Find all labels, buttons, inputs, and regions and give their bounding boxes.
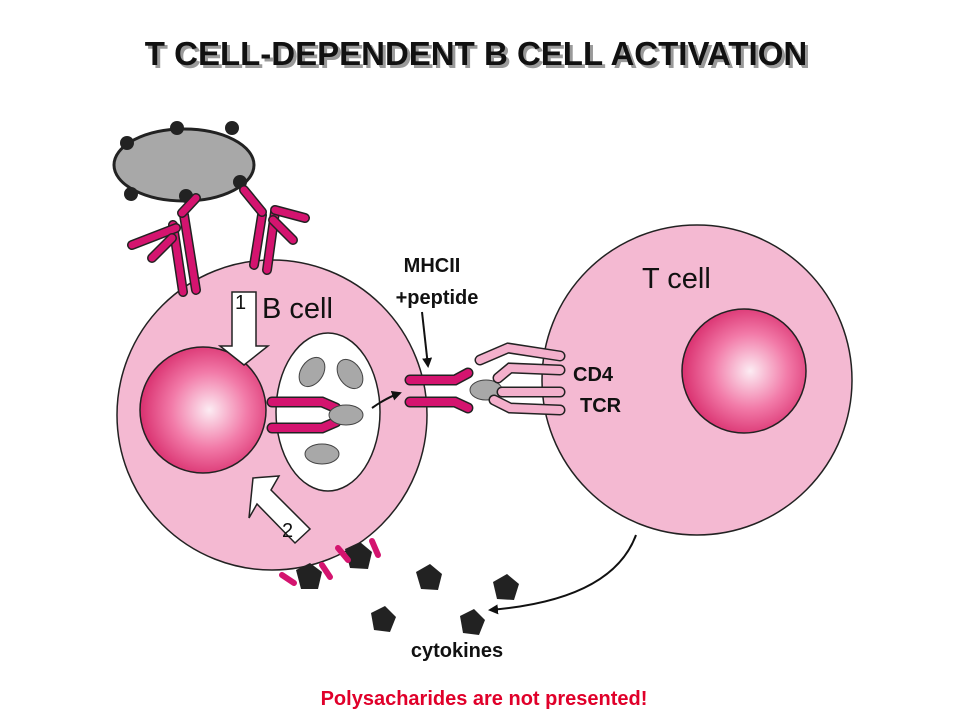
mhcii-label: MHCII [404, 255, 461, 277]
page-title: T CELL-DEPENDENT B CELL ACTIVATION [145, 35, 807, 72]
epitope-dot [170, 121, 184, 135]
receptor-arm [279, 562, 333, 586]
antigen-fragment [298, 356, 326, 388]
bcr-receptor [127, 193, 201, 297]
b-cell: B cell 1 2 [116, 259, 428, 571]
t-cell-nucleus [681, 308, 807, 434]
transport-arrow [371, 390, 402, 409]
tcr-cd4-complex [474, 342, 566, 416]
mhcii-beta-chain [406, 398, 472, 412]
mhcii-inner-chain [268, 398, 340, 412]
tcr-label: TCR [580, 395, 622, 417]
tcr-beta-chain [490, 396, 564, 414]
mhcii-inner-chain [268, 418, 340, 432]
mhcii-pointer-arrow [421, 311, 433, 368]
title-group: T CELL-DEPENDENT B CELL ACTIVATION T CEL… [145, 35, 810, 75]
endosome-vesicle [275, 332, 381, 492]
cytokines-label: cytokines [411, 640, 503, 662]
antigen-fragment [336, 358, 364, 390]
page-title-shadow: T CELL-DEPENDENT B CELL ACTIVATION [148, 38, 810, 75]
cd4-molecule [494, 363, 564, 382]
bound-polysaccharides [279, 538, 381, 589]
step-1-label: 1 [235, 292, 246, 314]
b-cell-label: B cell [262, 293, 333, 325]
mhcii-alpha-chain [406, 369, 472, 384]
antigen-epitopes [120, 121, 247, 203]
bound-peptide [328, 404, 364, 426]
t-cell-label: T cell [642, 263, 711, 295]
bcr-receptor [239, 185, 310, 275]
step-1-arrow [217, 291, 271, 366]
epitope-dot [225, 121, 239, 135]
cytokine-secretion-arrow [488, 534, 637, 615]
cd4-molecule [476, 343, 564, 364]
peptide-label: +peptide [396, 287, 479, 309]
cytokine-molecule [493, 574, 519, 600]
endosome [266, 332, 381, 492]
footnote-warning: Polysacharides are not presented! [321, 688, 648, 710]
polysaccharide-fragment [296, 563, 322, 589]
cytokines-group: cytokines [371, 534, 637, 662]
antigen-fragment [304, 443, 340, 465]
cd4-label: CD4 [573, 364, 614, 386]
cytokine-molecule [460, 609, 485, 635]
antigen-particle [112, 121, 310, 297]
receptor-arm [335, 538, 381, 563]
b-cell-nucleus [139, 346, 267, 474]
polysaccharide-fragment [345, 542, 372, 569]
step-2-label: 2 [282, 520, 293, 542]
epitope-dot [124, 187, 138, 201]
cytokine-molecule [371, 606, 396, 632]
epitope-dot [120, 136, 134, 150]
cytokine-molecule [416, 564, 442, 590]
step-2-arrow [248, 475, 312, 545]
t-cell: T cell [541, 224, 853, 536]
